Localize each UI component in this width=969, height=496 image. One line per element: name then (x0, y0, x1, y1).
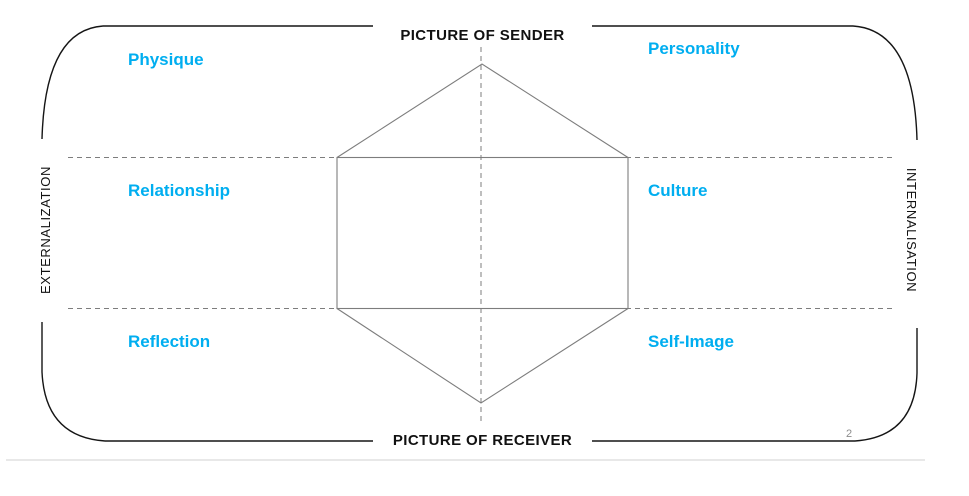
frame-corner-bottom-left (41, 371, 106, 442)
externalization-label: EXTERNALIZATION (38, 166, 53, 294)
frame-corner-top-right (852, 25, 918, 141)
prism-bottom-triangle (336, 308, 629, 404)
facet-label-self-image: Self-Image (648, 332, 734, 351)
facet-label-reflection: Reflection (128, 332, 211, 351)
picture-of-receiver-label: PICTURE OF RECEIVER (392, 432, 573, 449)
frame-corner-top-left (41, 25, 104, 140)
facet-label-physique: Physique (128, 50, 204, 69)
frame-border (41, 25, 918, 442)
prism-rectangle (336, 156, 629, 310)
prism-top-triangle (336, 63, 629, 158)
dashed-guides (68, 47, 895, 425)
facet-label-relationship: Relationship (128, 181, 231, 200)
internalisation-label: INTERNALISATION (904, 167, 919, 293)
picture-of-sender-label: PICTURE OF SENDER (400, 27, 565, 44)
frame-corner-bottom-right (854, 372, 918, 442)
page-number: 2 (846, 428, 853, 440)
facet-label-culture: Culture (648, 181, 708, 200)
prism-hexagon (336, 63, 629, 404)
facet-label-personality: Personality (648, 39, 740, 58)
